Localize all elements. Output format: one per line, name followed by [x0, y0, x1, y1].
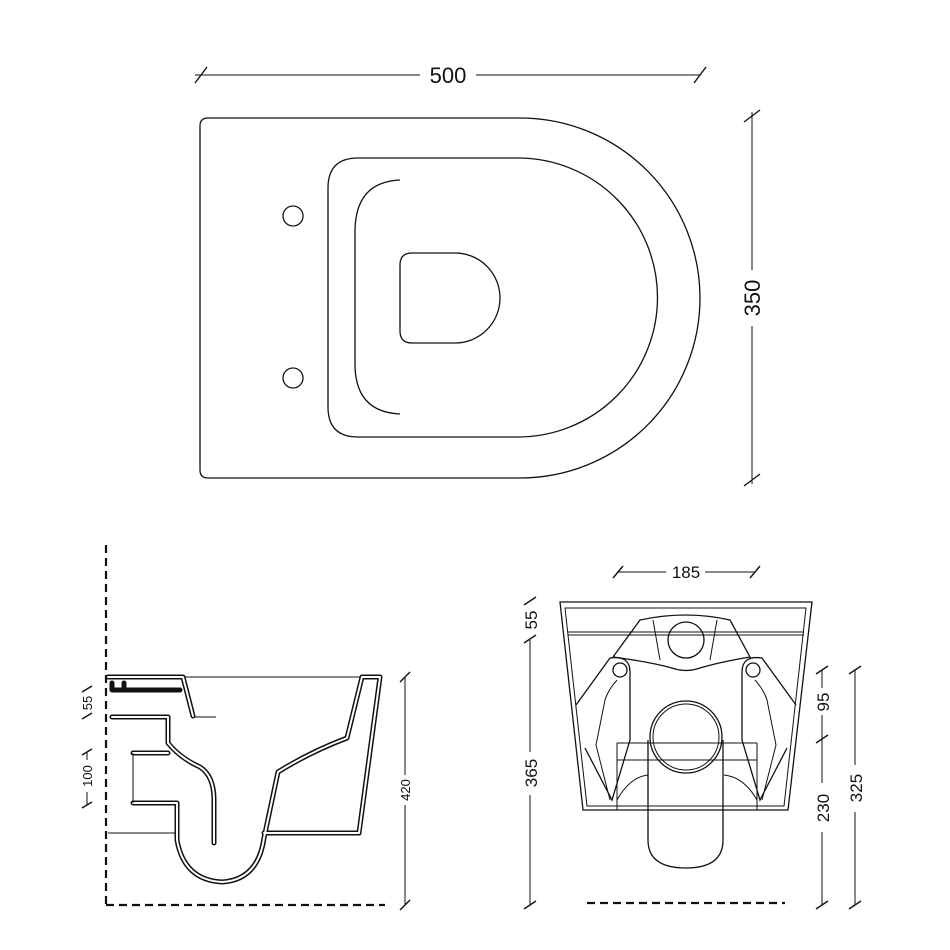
rear-outline: [559, 601, 813, 811]
side-profile: [105, 674, 383, 885]
dimension-outlet: 100: [80, 748, 95, 809]
outlet-opening: [649, 700, 723, 774]
water-inlet: [667, 621, 705, 659]
dimension-label: 350: [740, 280, 765, 317]
outlet-pipe: [647, 740, 724, 869]
drain-opening: [399, 252, 501, 344]
dimension-width: 500: [194, 63, 707, 88]
dimension-depth: 350: [740, 109, 765, 487]
dimension-label: 95: [814, 693, 833, 712]
dimension-top: 55: [522, 596, 541, 644]
seat-fixing-hole: [282, 367, 304, 389]
fixing-hole: [745, 662, 761, 678]
dimension-total-height: 365: [522, 640, 541, 910]
dimension-spacing: 95 230: [814, 665, 833, 910]
fixing-hole: [612, 662, 628, 678]
dimension-label: 185: [672, 563, 700, 582]
dimension-label: 500: [430, 63, 467, 88]
dimension-label: 420: [398, 779, 413, 801]
side-view: 55 100 420: [80, 545, 413, 911]
dimension-inlet: 55: [80, 685, 95, 720]
seat-fixing-hole: [282, 205, 304, 227]
top-view: 500 350: [194, 63, 765, 487]
dimension-label: 230: [814, 794, 833, 822]
rear-hub: [612, 614, 752, 672]
dimension-label: 365: [522, 759, 541, 787]
rear-view: 185 55 365 95 230 325: [522, 563, 866, 910]
dimension-height: 420: [398, 671, 413, 911]
dimension-label: 55: [522, 611, 541, 630]
seat-outline: [327, 157, 659, 438]
dimension-fixing-height: 325: [847, 665, 866, 910]
top-view-outline: [199, 117, 701, 479]
dimension-width: 185: [612, 563, 761, 582]
bowl-inner-arc: [354, 179, 401, 415]
dimension-label: 100: [80, 765, 95, 787]
dimension-label: 325: [847, 774, 866, 802]
dimension-label: 55: [80, 696, 95, 710]
